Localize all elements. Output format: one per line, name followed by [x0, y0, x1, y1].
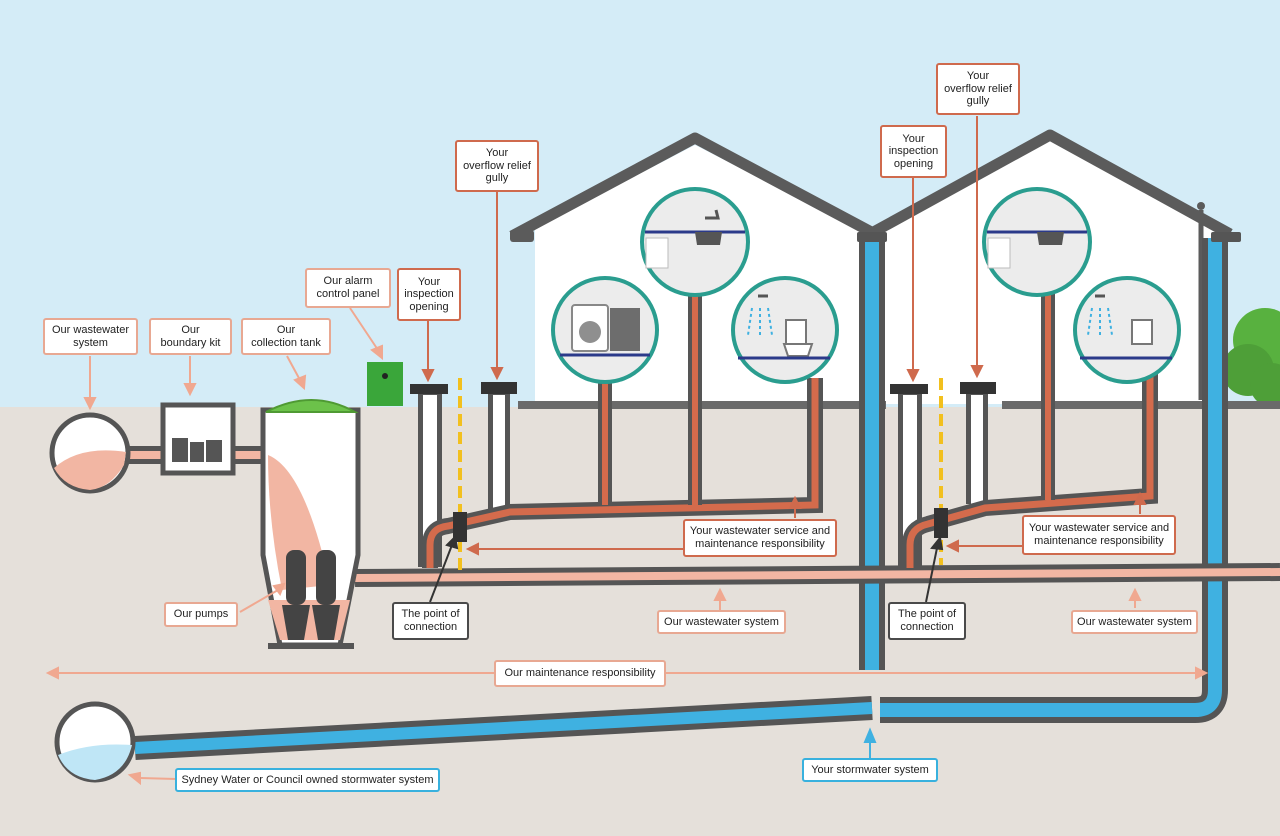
downpipe-house-right	[880, 232, 1241, 723]
label-your-stormwater-system: Your stormwater system	[802, 758, 938, 782]
floor-slab-right	[1002, 401, 1280, 409]
laundry-circle	[551, 276, 659, 384]
label-our-wastewater-system-left: Our wastewater system	[43, 318, 138, 355]
downpipe-house-left	[857, 232, 887, 670]
label-our-wastewater-system-right: Our wastewater system	[1071, 610, 1198, 634]
pumps-icon	[282, 550, 340, 640]
label-your-inspection-opening-1: Your inspection opening	[397, 268, 461, 321]
label-your-inspection-opening-2: Your inspection opening	[880, 125, 947, 178]
label-our-wastewater-system-mid: Our wastewater system	[657, 610, 786, 634]
bathroom-circle	[731, 276, 839, 384]
kitchen-sink-circle-right	[982, 187, 1092, 297]
label-our-boundary-kit: Our boundary kit	[149, 318, 232, 355]
bush-icon	[1222, 308, 1280, 407]
our-wastewater-main-pipe	[354, 563, 1280, 587]
label-point-of-connection-2: The point of connection	[888, 602, 966, 640]
bathroom-circle-right	[1073, 276, 1181, 384]
label-point-of-connection-1: The point of connection	[392, 602, 469, 640]
alarm-control-panel-icon	[367, 362, 403, 406]
stormwater-main-pipe	[134, 696, 873, 760]
gully-riser-left	[481, 382, 517, 512]
boundary-kit-icon	[160, 402, 236, 476]
connection-fitting-right	[934, 508, 948, 538]
label-our-alarm-control-panel: Our alarm control panel	[305, 268, 391, 308]
your-wastewater-pipes-right	[902, 290, 1158, 568]
gully-riser-right	[960, 382, 996, 504]
label-your-overflow-relief-gully-2: Your overflow relief gully	[936, 63, 1020, 115]
label-your-wastewater-service-2: Your wastewater service and maintenance …	[1022, 515, 1176, 555]
collection-tank-icon	[260, 399, 361, 649]
your-wastewater-pipes-left	[422, 290, 823, 568]
label-our-pumps: Our pumps	[164, 602, 238, 627]
label-our-maintenance-responsibility: Our maintenance responsibility	[494, 660, 666, 687]
label-our-collection-tank: Our collection tank	[241, 318, 331, 355]
kitchen-sink-circle	[640, 187, 750, 297]
label-your-wastewater-service-1: Your wastewater service and maintenance …	[683, 519, 837, 557]
label-your-overflow-relief-gully-1: Your overflow relief gully	[455, 140, 539, 192]
connection-fitting-left	[453, 512, 467, 542]
label-arrows	[45, 116, 1209, 786]
label-sydney-water-stormwater: Sydney Water or Council owned stormwater…	[175, 768, 440, 792]
our-wastewater-system-circle	[49, 412, 131, 494]
stormwater-system-circle	[54, 701, 136, 783]
